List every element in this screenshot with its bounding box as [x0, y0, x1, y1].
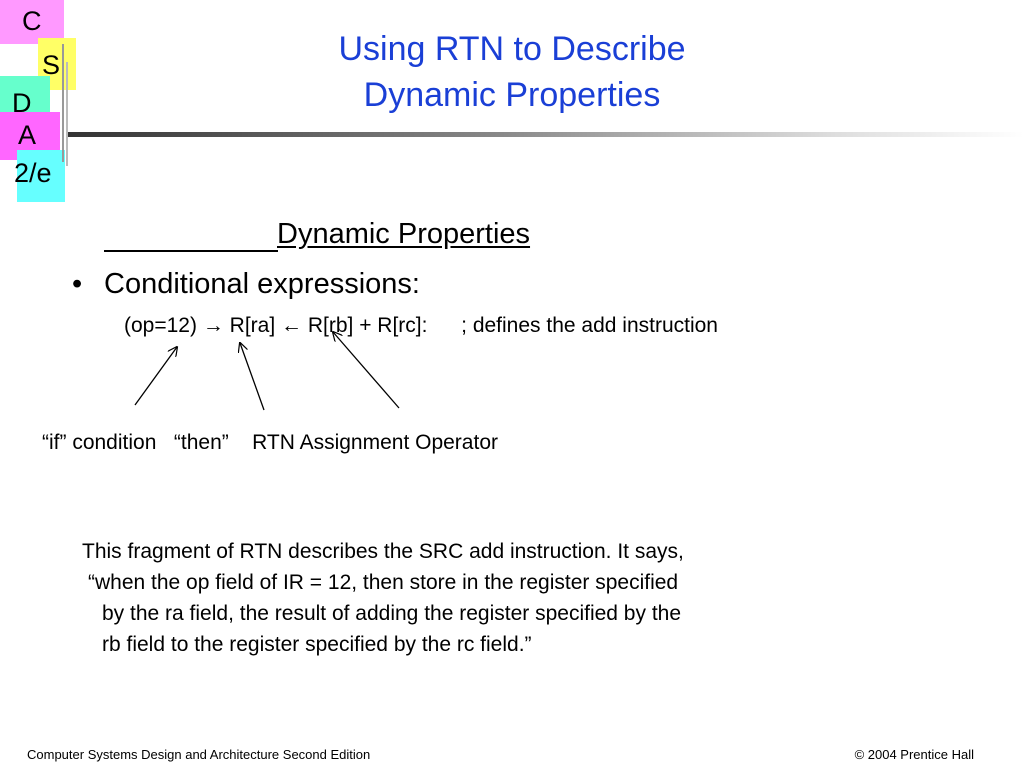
label-then: “then” [173, 431, 229, 454]
paragraph-line: by the ra field, the result of adding th… [102, 602, 682, 625]
logo-letter-a: A [18, 120, 37, 150]
logo-divider-shadow [66, 62, 68, 166]
title-rule [68, 132, 1024, 137]
paragraph-line: “when the op field of IR = 12, then stor… [88, 571, 679, 594]
logo-letter-2e: 2/e [14, 158, 52, 188]
logo-block-c: C [0, 0, 64, 44]
bullet-icon: • [72, 268, 83, 300]
bullet-text: Conditional expressions: [104, 268, 420, 300]
assign-arrow-icon: ← [281, 314, 303, 337]
arrow-if-condition [134, 347, 177, 406]
expr-target: R[ra] [229, 314, 276, 337]
logo-divider [62, 44, 64, 162]
then-arrow-icon: → [202, 314, 224, 337]
slide-title-line-2: Dynamic Properties [363, 76, 661, 114]
slide-title: Using RTN to Describe Dynamic Properties [200, 26, 824, 118]
expr-comment: ; defines the add instruction [461, 314, 718, 337]
explanation-paragraph: This fragment of RTN describes the SRC a… [82, 536, 684, 660]
arrow-then [240, 343, 265, 411]
slide-title-line-1: Using RTN to Describe [338, 30, 686, 68]
subtitle-underline-blank [104, 250, 278, 252]
expr-condition: (op=12) [124, 314, 197, 337]
footer-copyright: © 2004 Prentice Hall [854, 747, 974, 762]
paragraph-line: This fragment of RTN describes the SRC a… [82, 540, 684, 563]
paragraph-line: rb field to the register specified by th… [102, 633, 532, 656]
label-if-condition: “if” condition [42, 431, 157, 454]
logo-letter-c: C [22, 6, 42, 36]
logo-block-2e: 2/e [14, 150, 65, 202]
section-subtitle: Dynamic Properties [277, 218, 531, 250]
logo-letter-d: D [12, 88, 32, 118]
rtn-expression: (op=12) → R[ra] ← R[rb] + R[rc]: ; defin… [124, 314, 718, 338]
label-assignment-operator: RTN Assignment Operator [252, 431, 498, 454]
footer-book-title: Computer Systems Design and Architecture… [27, 747, 371, 762]
annotation-labels: “if” condition “then” RTN Assignment Ope… [42, 431, 498, 455]
logo-letter-s: S [42, 50, 61, 80]
arrow-assignment [333, 332, 400, 409]
